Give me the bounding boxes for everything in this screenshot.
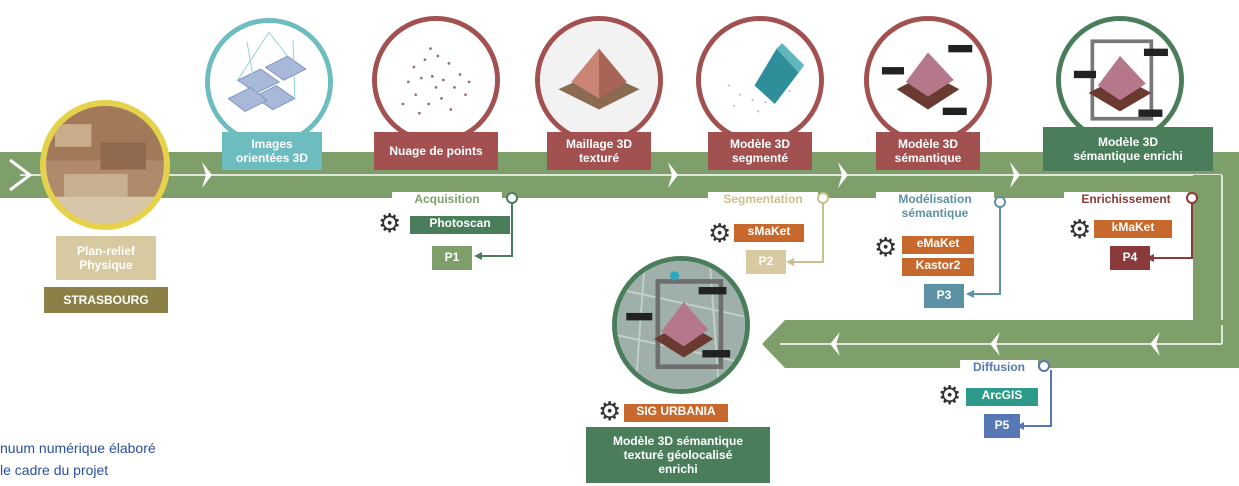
process-code-p3: P3 <box>924 284 964 308</box>
flow-chevron <box>1150 332 1160 356</box>
flow-chevron <box>202 162 212 188</box>
p2-connector <box>790 198 824 263</box>
gear-icon: ⚙ <box>598 396 622 426</box>
stage-label-enriched: Modèle 3D sémantique enrichi <box>1043 127 1213 171</box>
tool-kastor2: Kastor2 <box>902 258 974 276</box>
p2-pin <box>817 192 829 204</box>
process-label-enrichissement: Enrichissement <box>1064 192 1188 206</box>
flow-chevron <box>1010 162 1020 188</box>
process-label-modelisation: Modélisation sémantique <box>876 192 994 220</box>
process-code-p2: P2 <box>746 250 786 274</box>
p3-connector <box>970 205 1001 295</box>
process-code-p4: P4 <box>1110 246 1150 270</box>
process-label-acquisition: Acquisition <box>392 192 502 206</box>
flow-chevron <box>838 162 848 188</box>
plan-relief-label: Plan-relief Physique <box>56 236 156 280</box>
process-label-segmentation: Segmentation <box>708 192 818 206</box>
semantic-model-icon <box>864 16 992 144</box>
p5-pin <box>1038 360 1050 372</box>
p4-pin <box>1186 192 1198 204</box>
gear-icon: ⚙ <box>708 218 732 248</box>
flow-chevron <box>9 158 33 192</box>
final-model-label: Modèle 3D sémantique texturé géolocalisé… <box>586 427 770 483</box>
strasbourg-label: STRASBOURG <box>44 287 168 313</box>
process-label-diffusion: Diffusion <box>960 360 1038 374</box>
caption-line-1: nuum numérique élaboré <box>0 440 156 456</box>
gear-icon: ⚙ <box>1068 214 1092 244</box>
plan-relief-photo <box>40 100 170 230</box>
p1-connector <box>476 198 513 257</box>
p3-pin <box>994 196 1006 208</box>
caption-line-2: le cadre du projet <box>0 462 109 478</box>
gear-icon: ⚙ <box>938 380 962 410</box>
p5-connector <box>1020 370 1052 427</box>
point-cloud-icon <box>372 16 500 144</box>
stage-label-mesh: Maillage 3D texturé <box>547 132 651 170</box>
gear-icon: ⚙ <box>378 208 402 238</box>
tool-sig-urbania: SIG URBANIA <box>624 404 728 422</box>
stage-label-images: Images orientées 3D <box>222 132 322 170</box>
stage-label-semantic: Modèle 3D sémantique <box>876 132 980 170</box>
flow-chevron <box>990 332 1000 356</box>
segmented-model-icon <box>696 16 824 144</box>
tool-kmaket: kMaKet <box>1094 220 1172 238</box>
tool-emaket: eMaKet <box>902 236 974 254</box>
process-code-p1: P1 <box>432 246 472 270</box>
stage-label-segmented: Modèle 3D segmenté <box>708 132 812 170</box>
tool-smaket: sMaKet <box>734 224 804 242</box>
oriented-images-icon <box>205 18 333 146</box>
flow-chevron <box>830 332 840 356</box>
stage-label-points: Nuage de points <box>374 132 498 170</box>
p1-pin <box>506 192 518 204</box>
textured-mesh-icon <box>535 16 663 144</box>
tool-arcgis: ArcGIS <box>966 388 1038 406</box>
p4-connector <box>1150 202 1193 259</box>
process-code-p5: P5 <box>984 414 1020 438</box>
enriched-model-icon <box>1056 16 1184 144</box>
gear-icon: ⚙ <box>874 232 898 262</box>
final-model-icon <box>612 256 750 394</box>
flow-chevron <box>668 162 678 188</box>
tool-photoscan: Photoscan <box>410 216 510 234</box>
